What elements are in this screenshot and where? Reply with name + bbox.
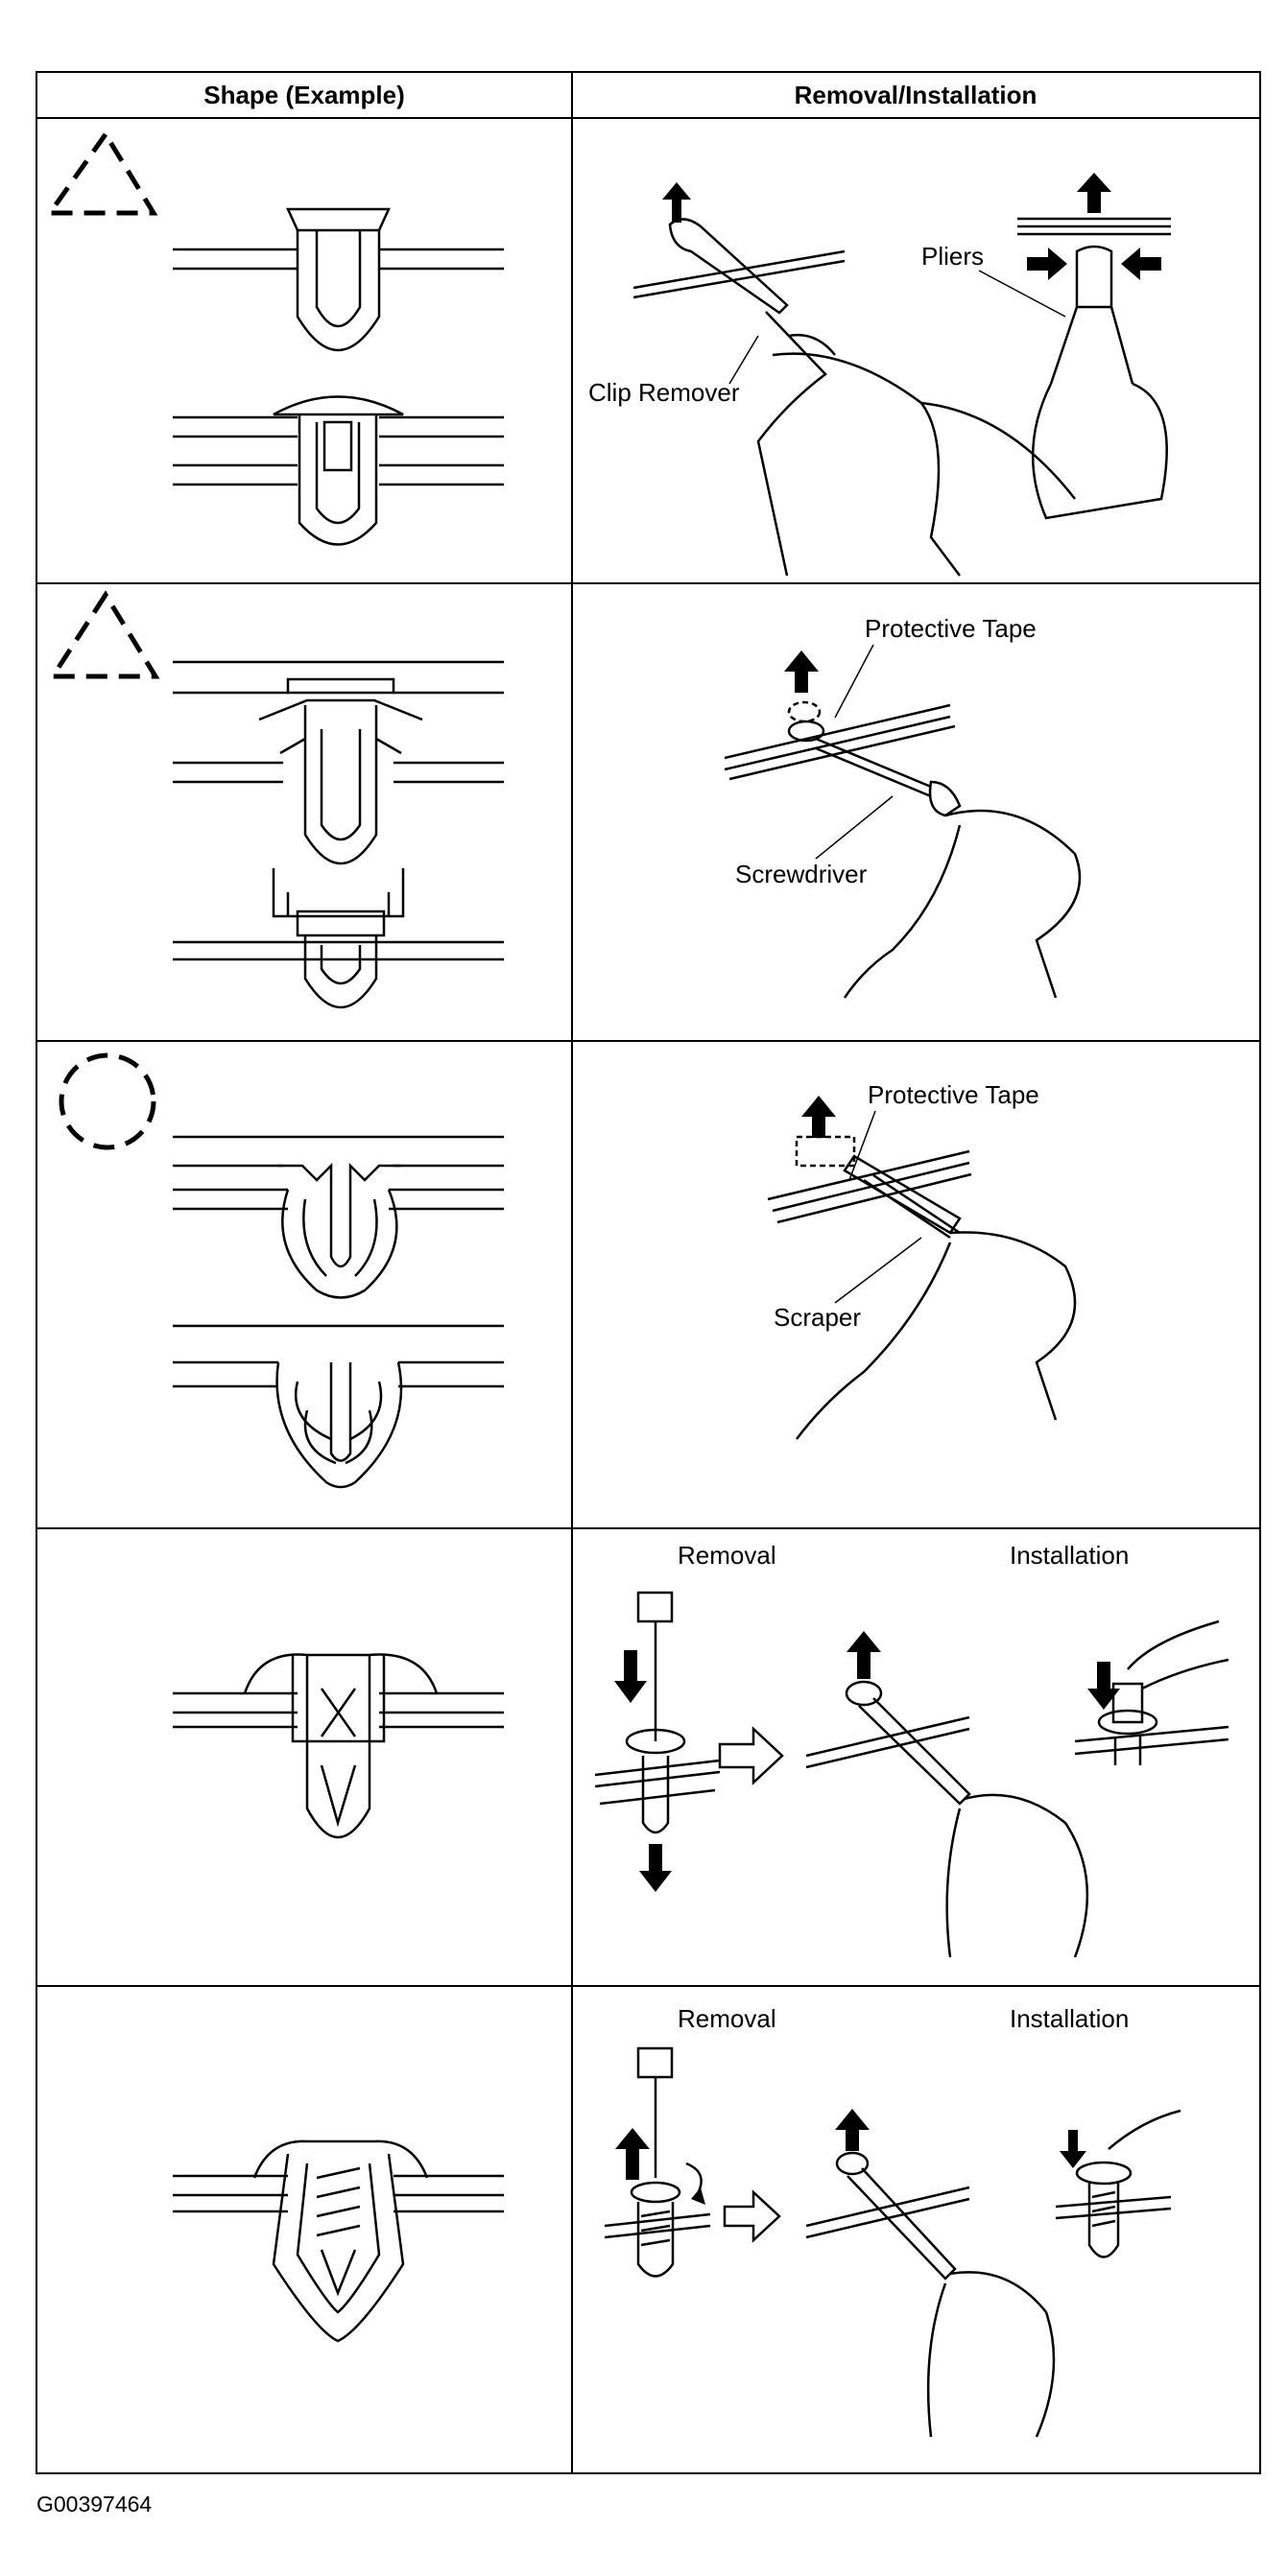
removal-label: Removal — [678, 1541, 776, 1570]
clip-remover-removal-step — [805, 1680, 1089, 1958]
row-2: Protective Tape Screwdriver — [48, 590, 1082, 1009]
row-5: Removal Installation — [173, 2004, 1181, 2438]
push-pin-removal-step — [594, 1591, 721, 1834]
right-hollow-arrow-icon — [718, 1726, 784, 1785]
protective-tape-label: Protective Tape — [865, 614, 1037, 643]
clip-shape-4 — [173, 1653, 504, 1839]
header-removal-installation: Removal/Installation — [795, 81, 1038, 109]
scraper-illustration — [767, 1135, 1077, 1440]
down-arrow-icon — [1087, 1662, 1120, 1710]
clip-shape-2-lower — [173, 868, 504, 1009]
pliers-label: Pliers — [921, 242, 984, 271]
rotate-arrow-icon — [691, 2187, 705, 2205]
clip-shape-1-upper — [173, 207, 504, 352]
dashed-triangle-icon — [45, 130, 158, 216]
up-arrow-icon — [615, 2128, 650, 2180]
push-pin-installation-step — [1074, 1619, 1229, 1765]
row-4: Removal Installation — [173, 1541, 1229, 1958]
clip-shape-2-upper — [173, 660, 504, 865]
right-hollow-arrow-icon — [723, 2189, 781, 2243]
right-arrow-icon — [1027, 248, 1067, 280]
protective-tape-label: Protective Tape — [868, 1080, 1039, 1109]
screw-clip-removal-step — [604, 2046, 711, 2278]
header-shape-example: Shape (Example) — [203, 81, 405, 109]
up-arrow-icon — [847, 1631, 881, 1679]
screwdriver-illustration — [724, 700, 1082, 999]
row-1: Clip Remover Pliers — [45, 130, 1171, 577]
installation-label: Installation — [1010, 2004, 1129, 2033]
dashed-circle-icon — [59, 1052, 156, 1150]
table-grid — [36, 71, 1261, 2474]
clip-shape-5 — [173, 2139, 504, 2343]
left-arrow-icon — [1121, 248, 1161, 280]
pliers-illustration — [1017, 217, 1171, 520]
dashed-triangle-icon — [48, 590, 160, 679]
up-arrow-icon — [784, 650, 819, 693]
installation-label: Installation — [1010, 1541, 1129, 1570]
up-arrow-icon — [835, 2109, 870, 2151]
row-3: Protective Tape Scraper — [59, 1052, 1077, 1489]
up-arrow-icon — [801, 1096, 836, 1138]
clip-shape-3-upper — [173, 1135, 504, 1299]
down-arrow-icon — [614, 1650, 647, 1703]
clip-remover-label: Clip Remover — [588, 378, 740, 407]
figure-code: G00397464 — [36, 2492, 152, 2517]
scraper-label: Scraper — [774, 1303, 861, 1332]
clip-shape-1-lower — [173, 395, 504, 546]
up-arrow-icon — [662, 182, 691, 223]
clip-remover-removal-step — [805, 2151, 1056, 2438]
clip-shape-3-lower — [173, 1324, 504, 1489]
screw-clip-installation-step — [1055, 2109, 1181, 2258]
up-arrow-icon — [1077, 173, 1111, 213]
screwdriver-label: Screwdriver — [735, 860, 868, 888]
down-arrow-icon — [1060, 2130, 1086, 2168]
down-arrow-icon — [639, 1844, 672, 1892]
removal-label: Removal — [678, 2004, 776, 2033]
